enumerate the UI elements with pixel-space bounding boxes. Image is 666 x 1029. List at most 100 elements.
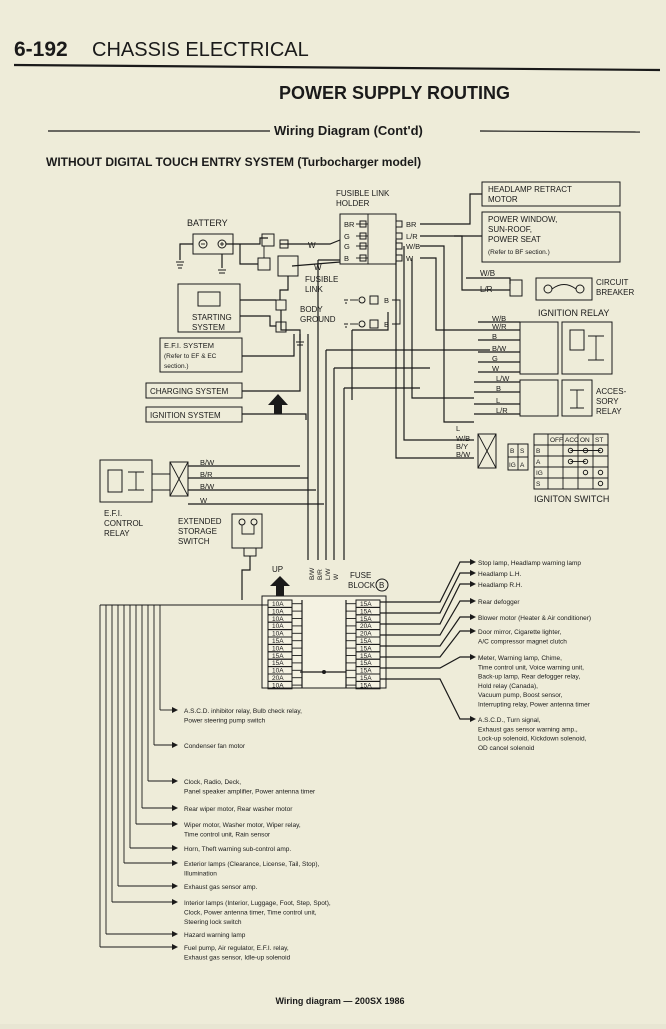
ignition-system-label: IGNITION SYSTEM — [150, 411, 221, 420]
ignition-relay-wire-label: B/W — [492, 344, 507, 353]
fusible-link-label-2: LINK — [305, 285, 323, 294]
connector-pin-label: A — [520, 462, 525, 469]
diagram-subtitle: Wiring Diagram (Cont'd) — [274, 123, 423, 138]
fuse-left: 15A — [272, 653, 284, 660]
circuit-breaker-label-2: BREAKER — [596, 288, 634, 297]
accessory-relay-wire-label: L/W — [496, 374, 510, 383]
power-window-label-4: (Refer to BF section.) — [488, 249, 550, 256]
fusible-holder-label-1: FUSIBLE LINK — [336, 189, 390, 198]
fuse-right: 15A — [360, 638, 372, 645]
page-number: 6-192 — [14, 38, 68, 61]
ignition-table-row-header: B — [536, 448, 540, 455]
right-load-label: Back-up lamp, Rear defogger relay, — [478, 674, 580, 681]
ignition-switch-connector — [477, 433, 497, 469]
fuse-right: 15A — [360, 645, 372, 652]
fuse-right: 15A — [360, 608, 372, 615]
connector-pin-label: IG — [509, 462, 516, 469]
fuse-left: 10A — [272, 616, 284, 623]
ignition-relay-label: IGNITION RELAY — [538, 308, 609, 318]
svg-text:B: B — [384, 320, 389, 329]
right-load-label: Stop lamp, Headlamp warning lamp — [478, 560, 581, 567]
right-load-label: Rear defogger — [478, 599, 520, 606]
connector-pin-label: S — [520, 448, 525, 455]
charging-system-label: CHARGING SYSTEM — [150, 387, 229, 396]
starting-system: STARTING SYSTEM — [177, 283, 241, 333]
battery-label: BATTERY — [187, 218, 228, 228]
svg-text:B: B — [384, 296, 389, 305]
efi-relay-label-2: CONTROL — [104, 519, 144, 528]
fuse-right: 15A — [360, 653, 372, 660]
ignition-table-row-header: A — [536, 459, 541, 466]
fuse-left: 10A — [272, 608, 284, 615]
ignition-switch-wire-label: B/W — [456, 450, 471, 459]
acc-relay-label-2: SORY — [596, 397, 619, 406]
fuse-top-wire-label: B/W — [309, 567, 316, 580]
ignition-relay-wire-label: B — [492, 332, 497, 341]
power-window-box: POWER WINDOW, SUN-ROOF, POWER SEAT (Refe… — [481, 211, 621, 263]
right-load-label: Blower motor (Heater & Air conditioner) — [478, 615, 591, 622]
ignition-relay-wire-label: W — [492, 364, 500, 373]
fusible-link-label-1: FUSIBLE — [305, 275, 338, 284]
left-load-label: Steering lock switch — [184, 919, 242, 926]
ignition-switch-wire-label: W/B — [456, 434, 470, 443]
fuse-left: 15A — [272, 660, 284, 667]
efi-system-label-3: section.) — [164, 363, 189, 370]
left-load-label: Clock, Power antenna timer, Time control… — [184, 910, 317, 917]
left-load-label: Exhaust gas sensor, Idle-up solenoid — [184, 955, 291, 962]
efi-relay-wire-label: B/W — [200, 458, 215, 467]
charging-system-box: CHARGING SYSTEM — [145, 382, 243, 399]
left-load-label: Hazard warning lamp — [184, 932, 246, 939]
fuse-left: 15A — [272, 638, 284, 645]
left-load-label: Fuel pump, Air regulator, E.F.I. relay, — [184, 945, 289, 952]
circuit-breaker-label-1: CIRCUIT — [596, 278, 629, 287]
fuse-left: 10A — [272, 601, 284, 608]
accessory-relay-wire-label: L — [496, 396, 500, 405]
ignition-relay-wire-label: W/B — [492, 314, 506, 323]
fuse-top-wire-label: B/R — [317, 569, 324, 580]
fuse-left: 10A — [272, 682, 284, 689]
ignition-table-column-header: OFF — [550, 437, 563, 444]
fuse-right: 15A — [360, 675, 372, 682]
wire-w-battery: W — [308, 241, 316, 250]
ignition-table-column-header: ACC — [565, 437, 579, 444]
fuse-right: 15A — [360, 660, 372, 667]
body-ground-label-1: BODY — [300, 305, 323, 314]
ignition-table-column-header: ST — [595, 437, 603, 444]
right-load-label: Vacuum pump, Boost sensor, — [478, 692, 563, 699]
fusible-left-wire-label: B — [344, 254, 349, 263]
fuse-left: 10A — [272, 668, 284, 675]
diagram-title: POWER SUPPLY ROUTING — [279, 83, 510, 103]
right-load-label: Time control unit, Voice warning unit, — [478, 664, 584, 671]
fuse-right: 15A — [360, 682, 372, 689]
efi-relay-connector — [169, 461, 189, 497]
fuse-right: 15A — [360, 616, 372, 623]
efi-relay-wire-label: B/W — [200, 482, 215, 491]
starting-label-1: STARTING — [192, 313, 232, 322]
left-load-label: Illumination — [184, 871, 217, 878]
efi-system-label-2: (Refer to EF & EC — [164, 353, 217, 360]
fusible-holder-label-2: HOLDER — [336, 199, 370, 208]
ignition-relay-wire-label: W/R — [492, 322, 507, 331]
ground-connectors: B B — [344, 295, 401, 329]
efi-relay-label-3: RELAY — [104, 529, 130, 538]
fuse-left: 10A — [272, 623, 284, 630]
power-window-label-3: POWER SEAT — [488, 235, 541, 244]
right-load-label: Interrupting relay, Power antenna timer — [478, 702, 591, 709]
right-load-label: A.S.C.D., Turn signal, — [478, 717, 541, 724]
fuse-right: 15A — [360, 668, 372, 675]
ignition-relay-wire-label: G — [492, 354, 498, 363]
connector-pin-label: B — [510, 448, 514, 455]
right-load-label: Hold relay (Canada), — [478, 683, 538, 690]
fuse-block-label-1: FUSE — [350, 571, 371, 580]
left-load-label: A.S.C.D. inhibitor relay, Bulb check rel… — [184, 708, 302, 715]
headlamp-retract-label-1: HEADLAMP RETRACT — [488, 185, 572, 194]
ignition-system-box: IGNITION SYSTEM — [145, 406, 243, 423]
right-load-label: Headlamp L.H. — [478, 571, 522, 578]
left-load-label: Horn, Theft warning sub-control amp. — [184, 846, 291, 853]
efi-system-box: E.F.I. SYSTEM (Refer to EF & EC section.… — [159, 337, 243, 373]
acc-relay-label-3: RELAY — [596, 407, 622, 416]
fuse-top-wire-label: W — [333, 573, 340, 580]
acc-relay-label-1: ACCES- — [596, 387, 627, 396]
